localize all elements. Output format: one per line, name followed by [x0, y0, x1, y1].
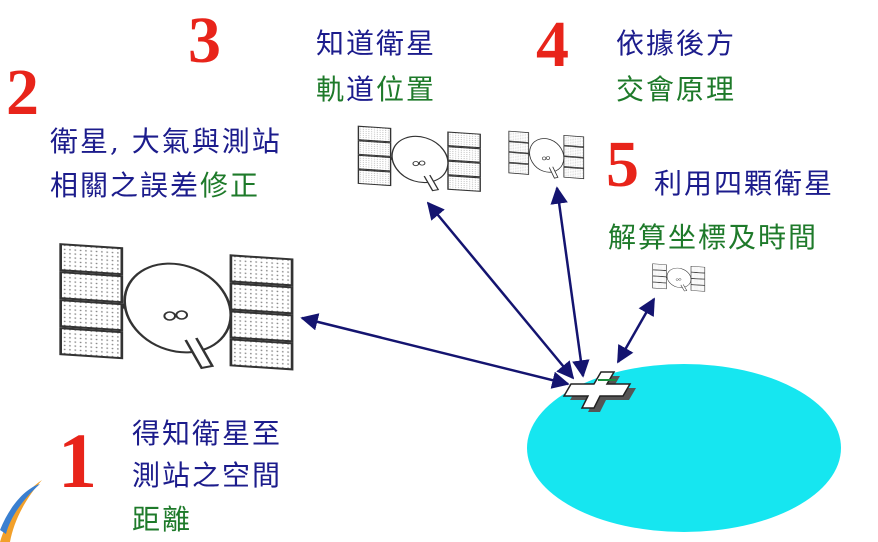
logo-swoosh: [0, 480, 42, 542]
earth-ellipse: [527, 364, 841, 532]
step-3-number: 3: [188, 4, 221, 77]
step-2-line2: 相關之誤差修正: [50, 172, 260, 200]
step-4-line2: 交會原理: [616, 73, 737, 106]
arrow-sat-large: [300, 313, 570, 389]
step-5-number: 5: [606, 128, 639, 201]
arrow-sat-3: [426, 201, 575, 380]
step-4-number: 4: [536, 8, 569, 81]
step-3-line2-part3: 位置: [376, 73, 437, 106]
step-3-line1: 知道衛星: [316, 27, 437, 60]
arrow-sat-4: [550, 186, 590, 378]
satellite-icon: [61, 244, 292, 369]
satellite-icon: [507, 130, 585, 180]
step-3-line2-part1: 軌: [316, 73, 347, 106]
ground-station-icon: [562, 371, 636, 412]
satellite-icon: [651, 263, 706, 293]
step-2-line2-part2: 修正: [200, 169, 261, 202]
step-1-line1: 得知衛星至: [132, 417, 283, 450]
step-2-line2-part1: 相關之誤差: [50, 169, 201, 202]
step-2-number: 2: [6, 56, 39, 129]
step-3-line2: 軌道位置: [316, 76, 436, 104]
step-3-line2-part2: 道: [346, 73, 377, 106]
step-5-line2: 解算坐標及時間: [608, 221, 819, 254]
step-5-line1: 利用四顆衛星: [654, 167, 835, 200]
step-4-line1: 依據後方: [616, 27, 737, 60]
arrow-sat-5: [616, 297, 656, 364]
satellite-icon: [356, 124, 482, 194]
step-1-line2: 測站之空間: [132, 459, 283, 492]
step-2-line1: 衛星, 大氣與測站: [50, 125, 282, 158]
step-1-line3: 距離: [132, 503, 193, 536]
step-1-number: 1: [58, 417, 97, 504]
